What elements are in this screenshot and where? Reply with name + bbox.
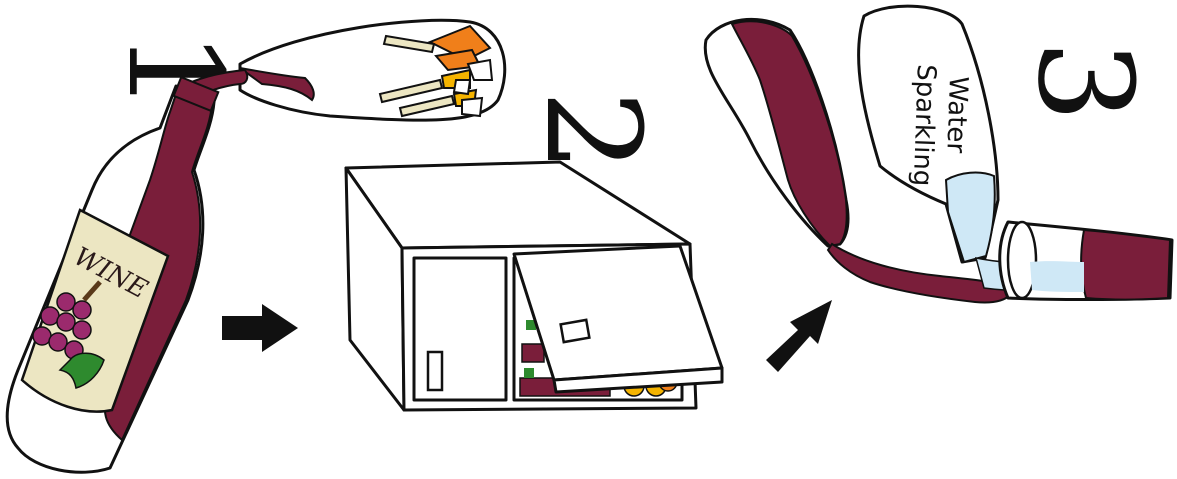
step-3: 3 Sparkling Water — [703, 4, 1174, 304]
fruit-container-icon — [238, 18, 507, 122]
water-bottle-icon: Sparkling Water — [857, 4, 1000, 264]
step-number-2: 2 — [517, 90, 669, 173]
refrigerator-icon — [344, 160, 724, 412]
step-2: 2 — [344, 90, 724, 412]
glass-icon — [974, 220, 1174, 301]
step-1: 1 — [5, 18, 507, 474]
step-number-3: 3 — [1009, 40, 1161, 123]
wine-bottle-icon: WINE — [5, 68, 249, 474]
arrow-icon — [766, 300, 832, 372]
water-bottle-label-line1: Sparkling — [907, 64, 941, 187]
water-bottle-label-line2: Water — [940, 76, 973, 154]
grapes-icon — [32, 280, 105, 389]
wine-bottle-icon — [703, 17, 1014, 304]
arrow-icon — [222, 304, 298, 352]
